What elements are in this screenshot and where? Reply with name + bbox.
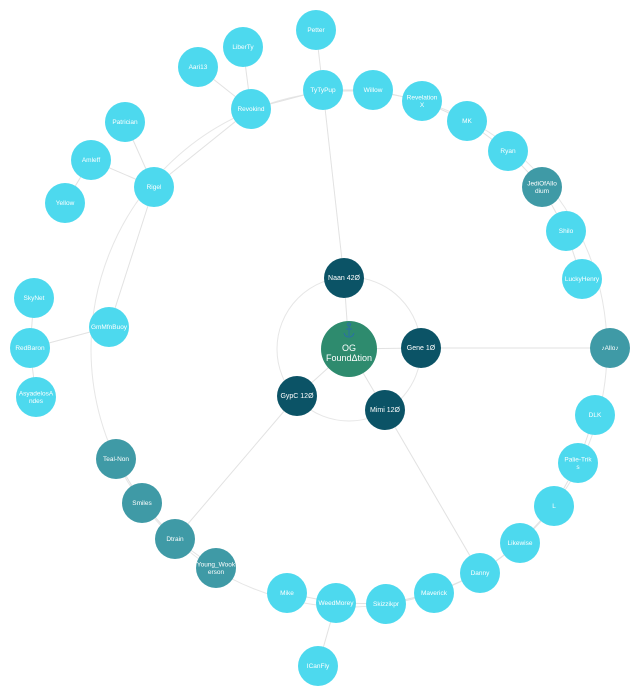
node-circle xyxy=(303,70,343,110)
node-willow[interactable]: Willow xyxy=(353,70,393,110)
node-circle xyxy=(401,328,441,368)
node-circle xyxy=(277,376,317,416)
node-circle xyxy=(89,307,129,347)
node-circle xyxy=(316,583,356,623)
node-circle xyxy=(414,573,454,613)
node-circle xyxy=(296,10,336,50)
node-skizzikpr[interactable]: Skizzikpr xyxy=(366,584,406,624)
node-danny[interactable]: Danny xyxy=(460,553,500,593)
node-likewise[interactable]: Likewise xyxy=(500,523,540,563)
node-circle xyxy=(534,486,574,526)
node-circle xyxy=(366,584,406,624)
node-circle xyxy=(558,443,598,483)
node-circle xyxy=(562,259,602,299)
node-dtrain[interactable]: Dtrain xyxy=(155,519,195,559)
node-circle xyxy=(96,439,136,479)
node-mk[interactable]: MK xyxy=(447,101,487,141)
node-circle xyxy=(16,377,56,417)
node-mimi[interactable]: Mimi 12Ø xyxy=(365,390,405,430)
node-circle xyxy=(575,395,615,435)
node-circle xyxy=(134,167,174,207)
node-circle xyxy=(460,553,500,593)
node-circle xyxy=(522,167,562,207)
node-revokind[interactable]: Revokind xyxy=(231,89,271,129)
node-redbaron[interactable]: RedBaron xyxy=(10,328,50,368)
anchor-icon xyxy=(343,322,355,338)
node-allo[interactable]: ♪Allo♪ xyxy=(590,328,630,368)
node-circle xyxy=(321,321,377,377)
node-circle xyxy=(546,211,586,251)
node-circle xyxy=(71,140,111,180)
node-circle xyxy=(353,70,393,110)
node-circle xyxy=(500,523,540,563)
edge-mimi-danny xyxy=(384,409,481,574)
node-circle xyxy=(267,573,307,613)
node-circle xyxy=(122,483,162,523)
node-smiles[interactable]: Smiles xyxy=(122,483,162,523)
node-circle xyxy=(488,131,528,171)
node-circle xyxy=(402,81,442,121)
node-weedmore[interactable]: WeedMorey xyxy=(316,583,356,623)
node-l[interactable]: L xyxy=(534,486,574,526)
node-circle xyxy=(14,278,54,318)
node-circle xyxy=(231,89,271,129)
node-yellow[interactable]: Yellow xyxy=(45,183,85,223)
node-gypc[interactable]: GypC 12Ø xyxy=(277,376,317,416)
node-icanfly[interactable]: ICanFly xyxy=(298,646,338,686)
node-liberty[interactable]: LiberTy xyxy=(223,27,263,67)
node-tealnon[interactable]: Teal-Non xyxy=(96,439,136,479)
node-circle xyxy=(105,102,145,142)
edge-naan-tytypup xyxy=(322,89,345,279)
node-layer: Naan 42Ø Gene 1Ø Mimi 12Ø GypC 12Ø TyTyPup Pe… xyxy=(10,10,630,686)
edge-rigel-gmmfb xyxy=(108,186,155,328)
edge-gypc-dtrain xyxy=(174,395,298,540)
node-ryan[interactable]: Ryan xyxy=(488,131,528,171)
node-amleff[interactable]: Amleff xyxy=(71,140,111,180)
node-rigel[interactable]: Rigel xyxy=(134,167,174,207)
node-circle xyxy=(365,390,405,430)
node-circle xyxy=(45,183,85,223)
node-luckyhenry[interactable]: LuckyHenry xyxy=(562,259,602,299)
node-circle xyxy=(196,548,236,588)
node-dlk[interactable]: DLK xyxy=(575,395,615,435)
node-circle xyxy=(298,646,338,686)
node-tytypup[interactable]: TyTyPup xyxy=(303,70,343,110)
node-skynet[interactable]: SkyNet xyxy=(14,278,54,318)
node-circle xyxy=(10,328,50,368)
node-circle xyxy=(447,101,487,141)
node-circle xyxy=(223,27,263,67)
edge-revokind-rigel xyxy=(153,108,252,188)
node-circle xyxy=(155,519,195,559)
node-shilo[interactable]: Shilo xyxy=(546,211,586,251)
node-circle xyxy=(590,328,630,368)
node-patrician[interactable]: Patrician xyxy=(105,102,145,142)
node-gmmfb[interactable]: GmMfnBuoy xyxy=(89,307,129,347)
node-maverick[interactable]: Maverick xyxy=(414,573,454,613)
node-petter[interactable]: Petter xyxy=(296,10,336,50)
node-naan[interactable]: Naan 42Ø xyxy=(324,258,364,298)
node-mike[interactable]: Mike xyxy=(267,573,307,613)
node-aari13[interactable]: Aari13 xyxy=(178,47,218,87)
node-gene[interactable]: Gene 1Ø xyxy=(401,328,441,368)
node-circle xyxy=(324,258,364,298)
node-circle xyxy=(178,47,218,87)
